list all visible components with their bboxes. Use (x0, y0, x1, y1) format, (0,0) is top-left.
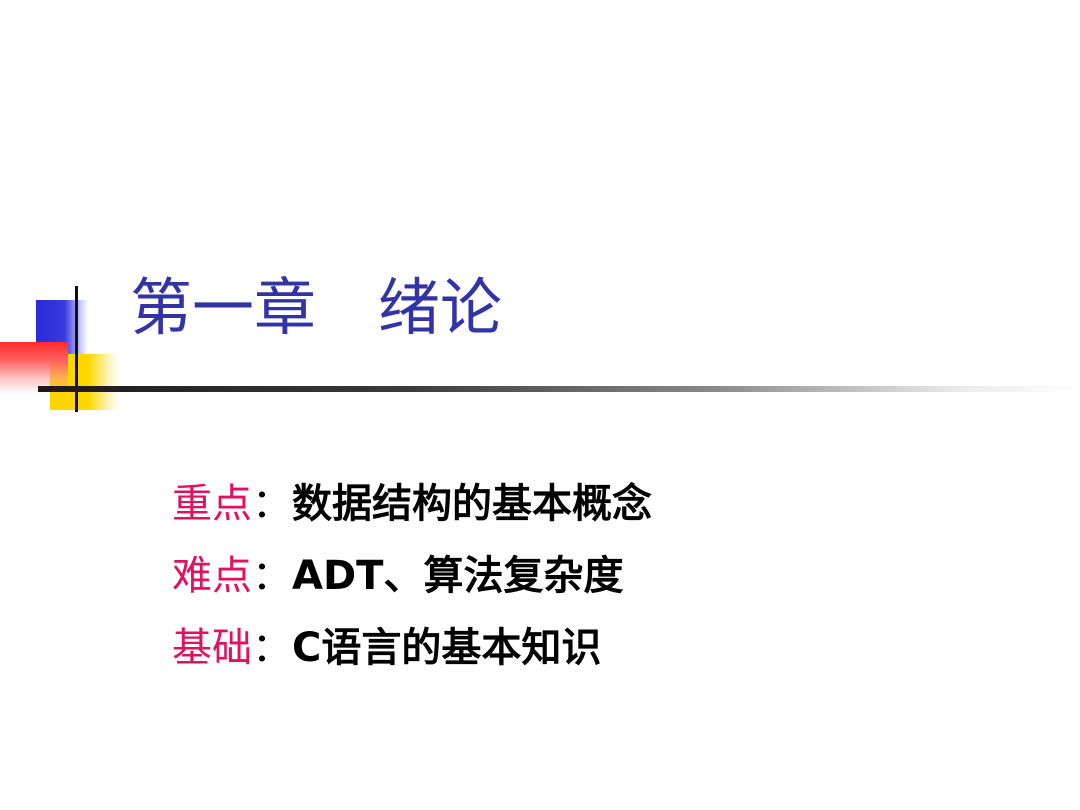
slide-title: 第一章 绪论 (130, 271, 503, 344)
key-point-label: 重点 (172, 481, 252, 527)
key-points-list: 重点：数据结构的基本概念 难点：ADT、算法复杂度 基础：C语言的基本知识 (172, 468, 652, 684)
key-point-text: ADT、算法复杂度 (292, 553, 624, 599)
key-point-separator: ： (252, 625, 292, 671)
horizontal-rule (38, 386, 1080, 392)
key-point-text: C语言的基本知识 (292, 625, 602, 671)
key-point-difficulty: 难点：ADT、算法复杂度 (172, 540, 652, 612)
key-point-separator: ： (252, 481, 292, 527)
key-point-text: 数据结构的基本概念 (292, 481, 652, 527)
key-point-label: 难点 (172, 553, 252, 599)
red-square-decoration (0, 342, 68, 394)
title-ornament (0, 280, 1080, 420)
key-point-focus: 重点：数据结构的基本概念 (172, 468, 652, 540)
key-point-label: 基础 (172, 625, 252, 671)
key-point-separator: ： (252, 553, 292, 599)
vertical-rule (75, 286, 78, 412)
key-point-foundation: 基础：C语言的基本知识 (172, 612, 652, 684)
